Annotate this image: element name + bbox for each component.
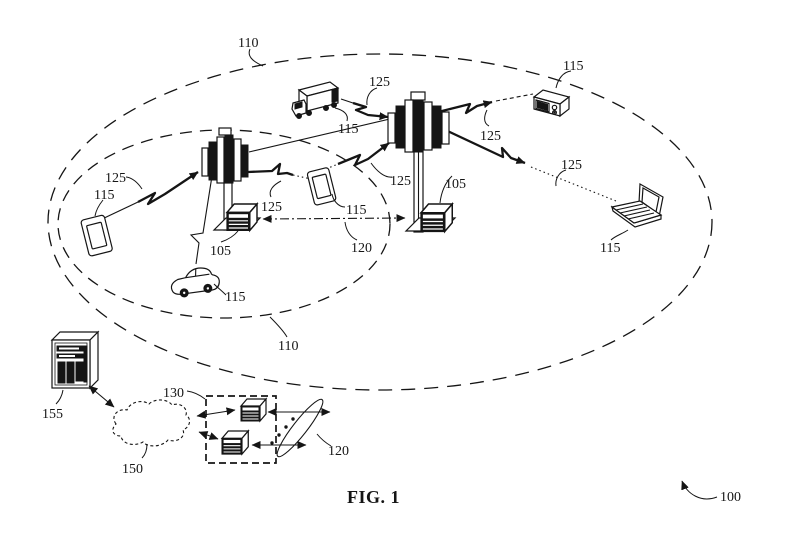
label-outer-coverage: 110 [238, 36, 258, 51]
ue-truck-icon [291, 81, 340, 119]
label-link-phone-left: 125 [105, 171, 126, 186]
ue-laptop-icon [610, 183, 664, 228]
label-link-laptop: 125 [561, 158, 582, 173]
label-ue-truck: 115 [338, 122, 358, 137]
label-backhaul-middle: 120 [351, 241, 372, 256]
links-lens-icon [276, 398, 324, 458]
server-cloud-arrow [88, 385, 115, 408]
label-inner-coverage: 110 [278, 339, 298, 354]
label-backhaul-bottom: 120 [328, 444, 349, 459]
cloud-core-arrow-2 [198, 431, 219, 440]
label-ue-car: 115 [225, 290, 245, 305]
cloud-core-arrow-1 [196, 407, 236, 419]
core-network-box [205, 395, 277, 464]
backhaul-link-middle [262, 214, 406, 223]
label-link-phone-middle-left: 125 [261, 200, 282, 215]
wireless-link-iot-device [437, 93, 534, 115]
figure-number-arrow [681, 480, 718, 500]
label-ue-phone-left: 115 [94, 188, 114, 203]
wireless-link-phone-middle-left [247, 162, 312, 180]
leader-lines [55, 48, 629, 459]
label-ue-phone-middle: 115 [346, 203, 366, 218]
ue-car-icon [170, 267, 220, 298]
label-base-station-right: 105 [445, 177, 466, 192]
inter-base-station-line [248, 117, 395, 153]
label-ue-laptop: 115 [600, 241, 620, 256]
outer-coverage-ellipse [47, 53, 713, 391]
wireless-link-car [189, 175, 213, 265]
wireless-link-laptop [438, 125, 617, 202]
label-link-truck: 125 [369, 75, 390, 90]
figure-caption: FIG. 1 [347, 487, 400, 507]
server-tower-icon [50, 330, 100, 390]
label-link-phone-middle-right: 125 [390, 174, 411, 189]
label-server: 155 [42, 407, 63, 422]
ue-iot-device-icon [532, 89, 571, 118]
label-base-station-left: 105 [210, 244, 231, 259]
label-figure-number: 100 [720, 490, 741, 505]
label-core-network: 130 [163, 386, 184, 401]
ellipsis-dots [270, 417, 295, 445]
core-server-1-icon [240, 398, 267, 422]
network-cloud-icon [112, 399, 191, 447]
wireless-link-phone-middle-right [325, 142, 390, 170]
wireless-link-phone-left [99, 171, 199, 221]
label-ue-iot-device: 115 [563, 59, 583, 74]
base-station-right-icon [387, 91, 457, 233]
ue-phone-left-icon [80, 214, 113, 257]
core-server-2-icon [221, 430, 249, 455]
base-station-left-icon [201, 127, 262, 232]
label-link-iot-device: 125 [480, 129, 501, 144]
ue-phone-middle-icon [306, 167, 337, 206]
label-network-cloud: 150 [122, 462, 143, 477]
wireless-link-truck [340, 98, 389, 121]
